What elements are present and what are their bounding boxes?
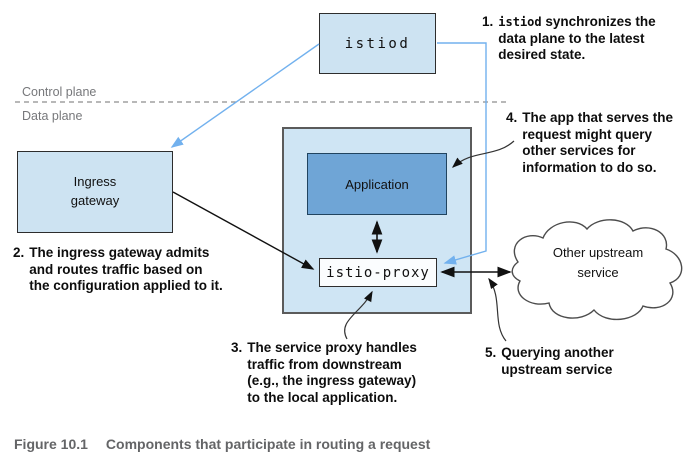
annotation-3: 3. The service proxy handles traffic fro… [231, 340, 461, 406]
annotation-5: 5. Querying another upstream service [485, 345, 665, 378]
annotation-3-number: 3. [231, 340, 243, 355]
annotation-5-number: 5. [485, 345, 497, 360]
istiod-box: istiod [319, 13, 436, 74]
annotation-2: 2. The ingress gateway admits and routes… [13, 245, 273, 295]
ingress-gateway-box: Ingress gateway [17, 151, 173, 233]
annotation-4-number: 4. [506, 110, 518, 125]
annotation-1: 1. istiod synchronizes the data plane to… [482, 14, 687, 64]
annotation-2-text: The ingress gateway admits and routes tr… [29, 245, 223, 293]
annotation-5-pointer [488, 277, 507, 342]
figure-caption: Figure 10.1 Components that participate i… [14, 436, 430, 452]
control-plane-label: Control plane [22, 85, 97, 99]
figure-caption-label: Figure 10.1 [14, 436, 88, 452]
annotation-2-number: 2. [13, 245, 25, 260]
annotation-3-text: The service proxy handles traffic from d… [247, 340, 417, 405]
istio-proxy-box: istio-proxy [319, 258, 437, 287]
annotation-5-text: Querying another upstream service [501, 345, 614, 377]
annotation-1-number: 1. [482, 14, 494, 29]
annotation-1-code: istiod [498, 15, 542, 29]
annotation-4: 4. The app that serves the request might… [506, 110, 688, 176]
figure-caption-text: Components that participate in routing a… [105, 436, 431, 452]
upstream-service-cloud-label: Other upstream service [552, 245, 644, 280]
data-plane-label: Data plane [22, 109, 83, 123]
annotation-1-text: istiod synchronizes the data plane to th… [498, 14, 656, 62]
application-box: Application [307, 153, 447, 215]
annotation-4-text: The app that serves the request might qu… [522, 110, 674, 175]
